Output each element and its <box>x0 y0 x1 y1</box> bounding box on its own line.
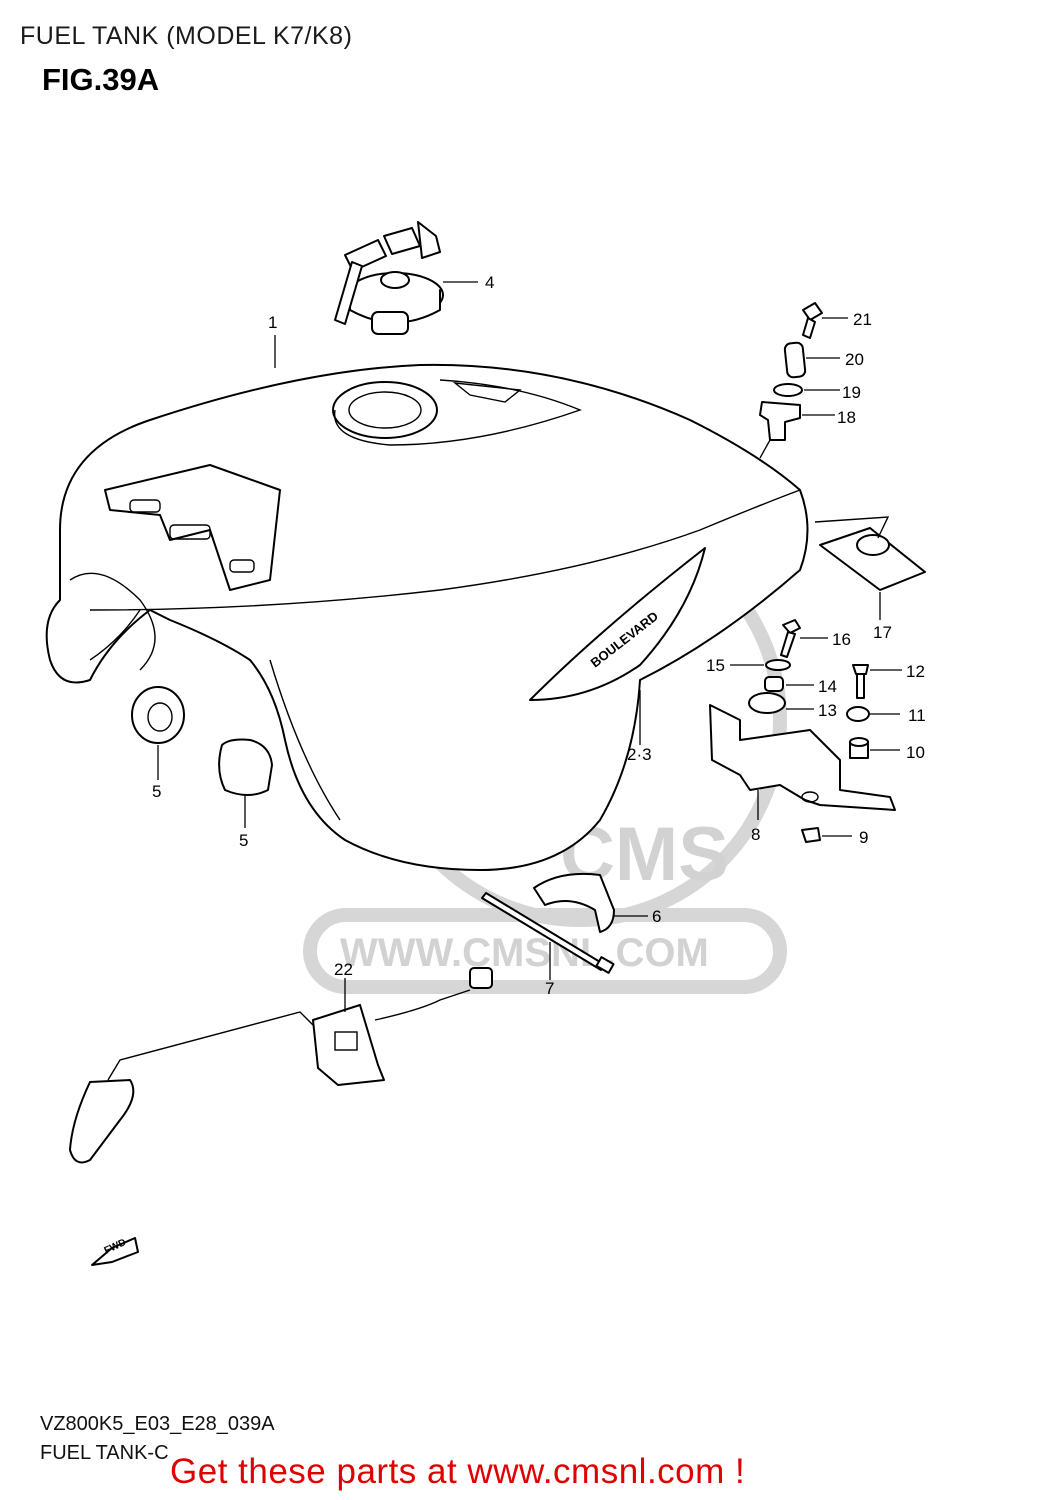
callout-8: 8 <box>751 825 760 844</box>
callout-1: 1 <box>268 313 277 332</box>
callout-17: 17 <box>873 623 892 642</box>
callout-20: 20 <box>845 350 864 369</box>
rear-mount-bracket <box>814 516 926 620</box>
callout-9: 9 <box>859 828 868 847</box>
forward-direction-icon: FWD <box>91 1237 139 1266</box>
diagram-title: FUEL TANK (MODEL K7/K8) <box>20 22 353 50</box>
figure-label: FIG.39A <box>42 62 160 97</box>
callout-18: 18 <box>837 408 856 427</box>
diagram-section-name: FUEL TANK-C <box>40 1442 169 1464</box>
callout-7: 7 <box>545 979 554 998</box>
sensor-bracket-set <box>709 619 902 843</box>
callout-14: 14 <box>818 677 837 696</box>
callout-4: 4 <box>485 273 494 292</box>
promo-link-text[interactable]: Get these parts at www.cmsnl.com ! <box>170 1452 746 1491</box>
fuel-level-sender <box>69 967 493 1164</box>
callout-5b: 5 <box>239 831 248 850</box>
callout-12: 12 <box>906 662 925 681</box>
fuel-cap-with-keys <box>334 221 478 335</box>
callout-13: 13 <box>818 701 837 720</box>
tank-mount-bolt-set <box>759 302 848 459</box>
callout-labels: 1 2·3 4 5 5 6 7 8 9 10 11 12 13 14 15 16… <box>152 273 926 998</box>
callout-10: 10 <box>906 743 925 762</box>
callout-15: 15 <box>706 656 725 675</box>
tank-cushion-block <box>533 872 648 933</box>
watermark-url-text: WWW.CMSNL.COM <box>340 931 709 975</box>
tank-cushions <box>131 686 273 828</box>
callout-2-3: 2·3 <box>627 745 652 764</box>
fuel-tank-body: BOULEVARD <box>45 335 809 871</box>
callout-19: 19 <box>842 383 861 402</box>
callout-21: 21 <box>853 310 872 329</box>
callout-6: 6 <box>652 907 661 926</box>
callout-16: 16 <box>832 630 851 649</box>
callout-22: 22 <box>334 960 353 979</box>
callout-5a: 5 <box>152 782 161 801</box>
callout-11: 11 <box>908 706 926 725</box>
diagram-model-code: VZ800K5_E03_E28_039A <box>40 1413 275 1435</box>
cable-tie <box>481 892 615 980</box>
